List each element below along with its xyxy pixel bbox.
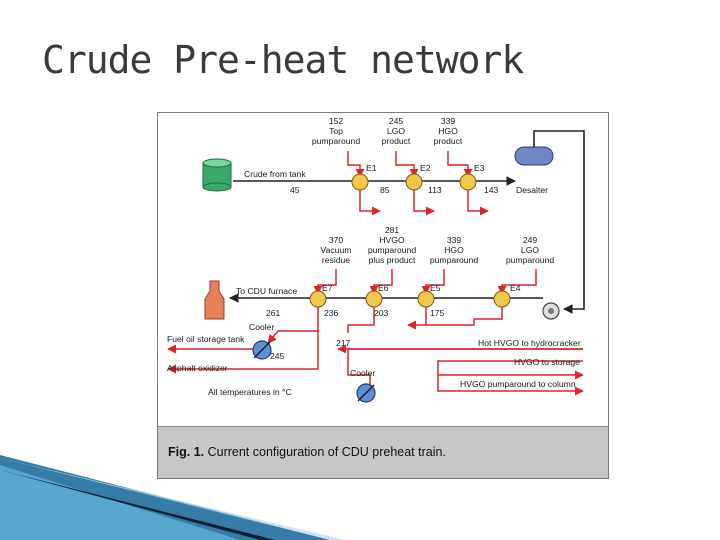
to-cdu-furnace-label: To CDU furnace: [236, 286, 297, 296]
exchanger-e4: [493, 290, 511, 308]
temp-45: 45: [290, 185, 300, 195]
preheat-train-diagram: E1 E2 E3 E7 E6 E5 E4 152 Top pumparound …: [167, 116, 585, 403]
temp-113: 113: [428, 185, 442, 195]
bottom-stream-2-line2: pumparound: [368, 245, 416, 255]
bottom-stream-4-line2: pumparound: [506, 255, 554, 265]
hvgo-pumparound-label: HVGO pumparound to column: [460, 379, 576, 389]
temp-217: 217: [336, 338, 351, 348]
cooler-top-label: Cooler: [249, 322, 274, 332]
cdu-furnace-icon: [204, 280, 225, 320]
temp-203: 203: [374, 308, 389, 318]
exchanger-e7: [309, 290, 327, 308]
top-stream-3-temp: 339: [441, 116, 456, 126]
bottom-hot-streams: [167, 269, 584, 396]
label-e6: E6: [378, 283, 389, 293]
label-e3: E3: [474, 163, 485, 173]
top-hot-streams: [347, 151, 489, 216]
top-stream-1-temp: 152: [329, 116, 344, 126]
top-stream-1-line1: Top: [329, 126, 343, 136]
crude-tank-icon: [202, 158, 232, 192]
exchanger-e2: [405, 173, 423, 191]
hvgo-storage-label: HVGO to storage: [514, 357, 580, 367]
cooler-bottom-label: Cooler: [350, 368, 375, 378]
desalter-outlet-line: [533, 130, 585, 314]
top-stream-1-line2: pumparound: [312, 136, 360, 146]
label-e4: E4: [510, 283, 521, 293]
hot-hvgo-label: Hot HVGO to hydrocracker: [478, 338, 581, 348]
bottom-stream-1-temp: 370: [329, 235, 344, 245]
asphalt-label: Asphalt oxidizer: [167, 363, 228, 373]
exchanger-e3: [459, 173, 477, 191]
label-e1: E1: [366, 163, 377, 173]
cooler-top-icon: [252, 340, 272, 360]
fuel-oil-label: Fuel oil storage tank: [167, 334, 245, 344]
bottom-stream-1-line1: Vacuum: [321, 245, 352, 255]
label-e2: E2: [420, 163, 431, 173]
top-stream-3-line2: product: [434, 136, 463, 146]
bottom-stream-4-line1: LGO: [521, 245, 539, 255]
temp-85: 85: [380, 185, 390, 195]
top-stream-2-temp: 245: [389, 116, 404, 126]
bottom-stream-3-line1: HGO: [444, 245, 464, 255]
pump-icon: [542, 302, 560, 320]
process-flow-figure: E1 E2 E3 E7 E6 E5 E4 152 Top pumparound …: [157, 112, 609, 479]
temp-143: 143: [484, 185, 499, 195]
desalter-label: Desalter: [516, 185, 548, 195]
label-e7: E7: [322, 283, 333, 293]
bottom-stream-4-temp: 249: [523, 235, 538, 245]
temp-236: 236: [324, 308, 339, 318]
temp-245: 245: [270, 351, 285, 361]
bottom-stream-2-line1: HVGO: [379, 235, 405, 245]
top-stream-2-line2: product: [382, 136, 411, 146]
top-stream-2-line1: LGO: [387, 126, 405, 136]
exchanger-e5: [417, 290, 435, 308]
cooler-bottom-icon: [356, 383, 376, 403]
temp-175: 175: [430, 308, 445, 318]
caption-text: Fig. 1. Current configuration of CDU pre…: [168, 445, 446, 459]
label-e5: E5: [430, 283, 441, 293]
bottom-stream-1-line2: residue: [322, 255, 350, 265]
figure-caption: Fig. 1. Current configuration of CDU pre…: [158, 426, 608, 478]
caption-body: Current configuration of CDU preheat tra…: [204, 445, 446, 459]
bottom-stream-2-temp: 281: [385, 225, 400, 235]
temp-261: 261: [266, 308, 281, 318]
all-temperatures-note: All temperatures in °C: [208, 387, 292, 397]
slide-title: Crude Pre-heat network: [42, 38, 524, 82]
bottom-stream-3-line2: pumparound: [430, 255, 478, 265]
crude-from-tank-label: Crude from tank: [244, 169, 306, 179]
bottom-stream-3-temp: 339: [447, 235, 462, 245]
desalter-icon: [514, 146, 554, 166]
exchanger-e6: [365, 290, 383, 308]
bottom-stream-2-line3: plus product: [369, 255, 416, 265]
top-stream-3-line1: HGO: [438, 126, 458, 136]
exchanger-e1: [351, 173, 369, 191]
caption-prefix: Fig. 1.: [168, 445, 205, 459]
